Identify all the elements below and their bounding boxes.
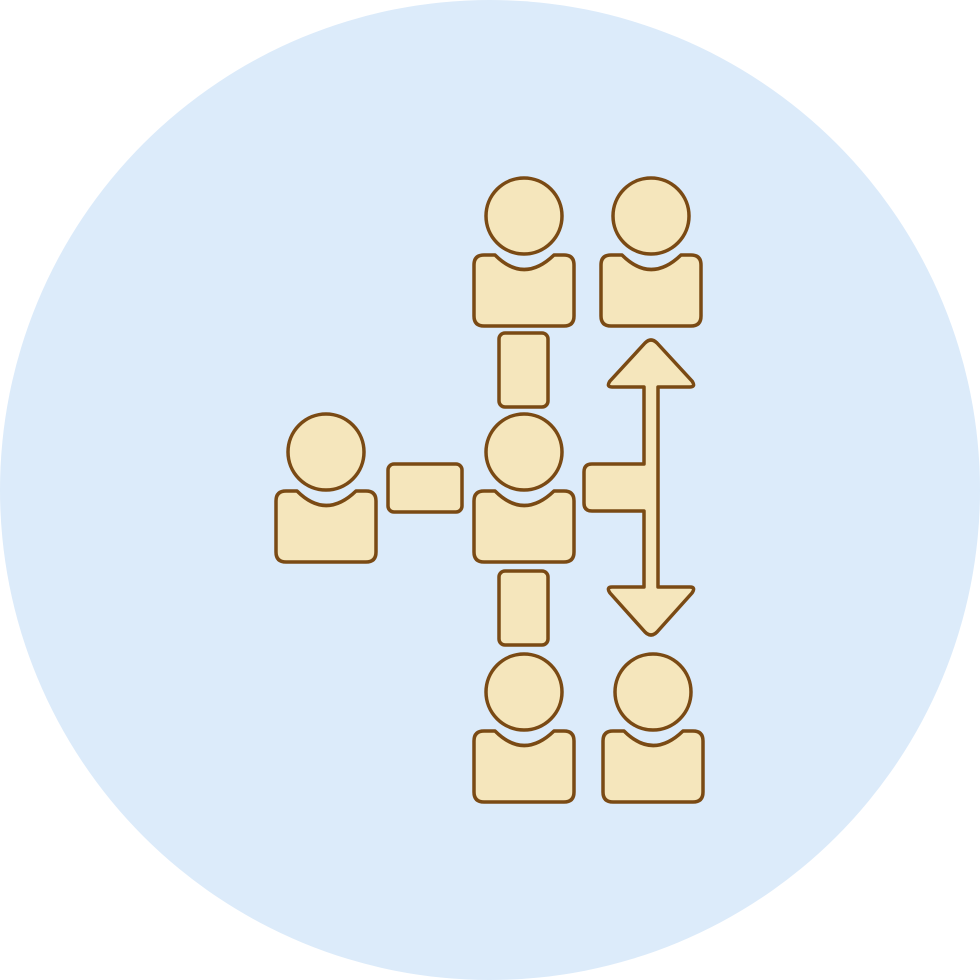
person-icon-left [274,412,378,564]
person-icon-bottom [472,652,576,804]
double-headed-vertical-arrow [582,338,696,637]
person-icon-bottom-right [601,652,705,804]
vertical-link-bottom [497,569,550,647]
person-icon-top [472,176,576,328]
person-icon-center [472,412,576,564]
vertical-link-top [497,331,550,409]
horizontal-link [386,462,464,514]
person-icon-top-right [599,176,703,328]
